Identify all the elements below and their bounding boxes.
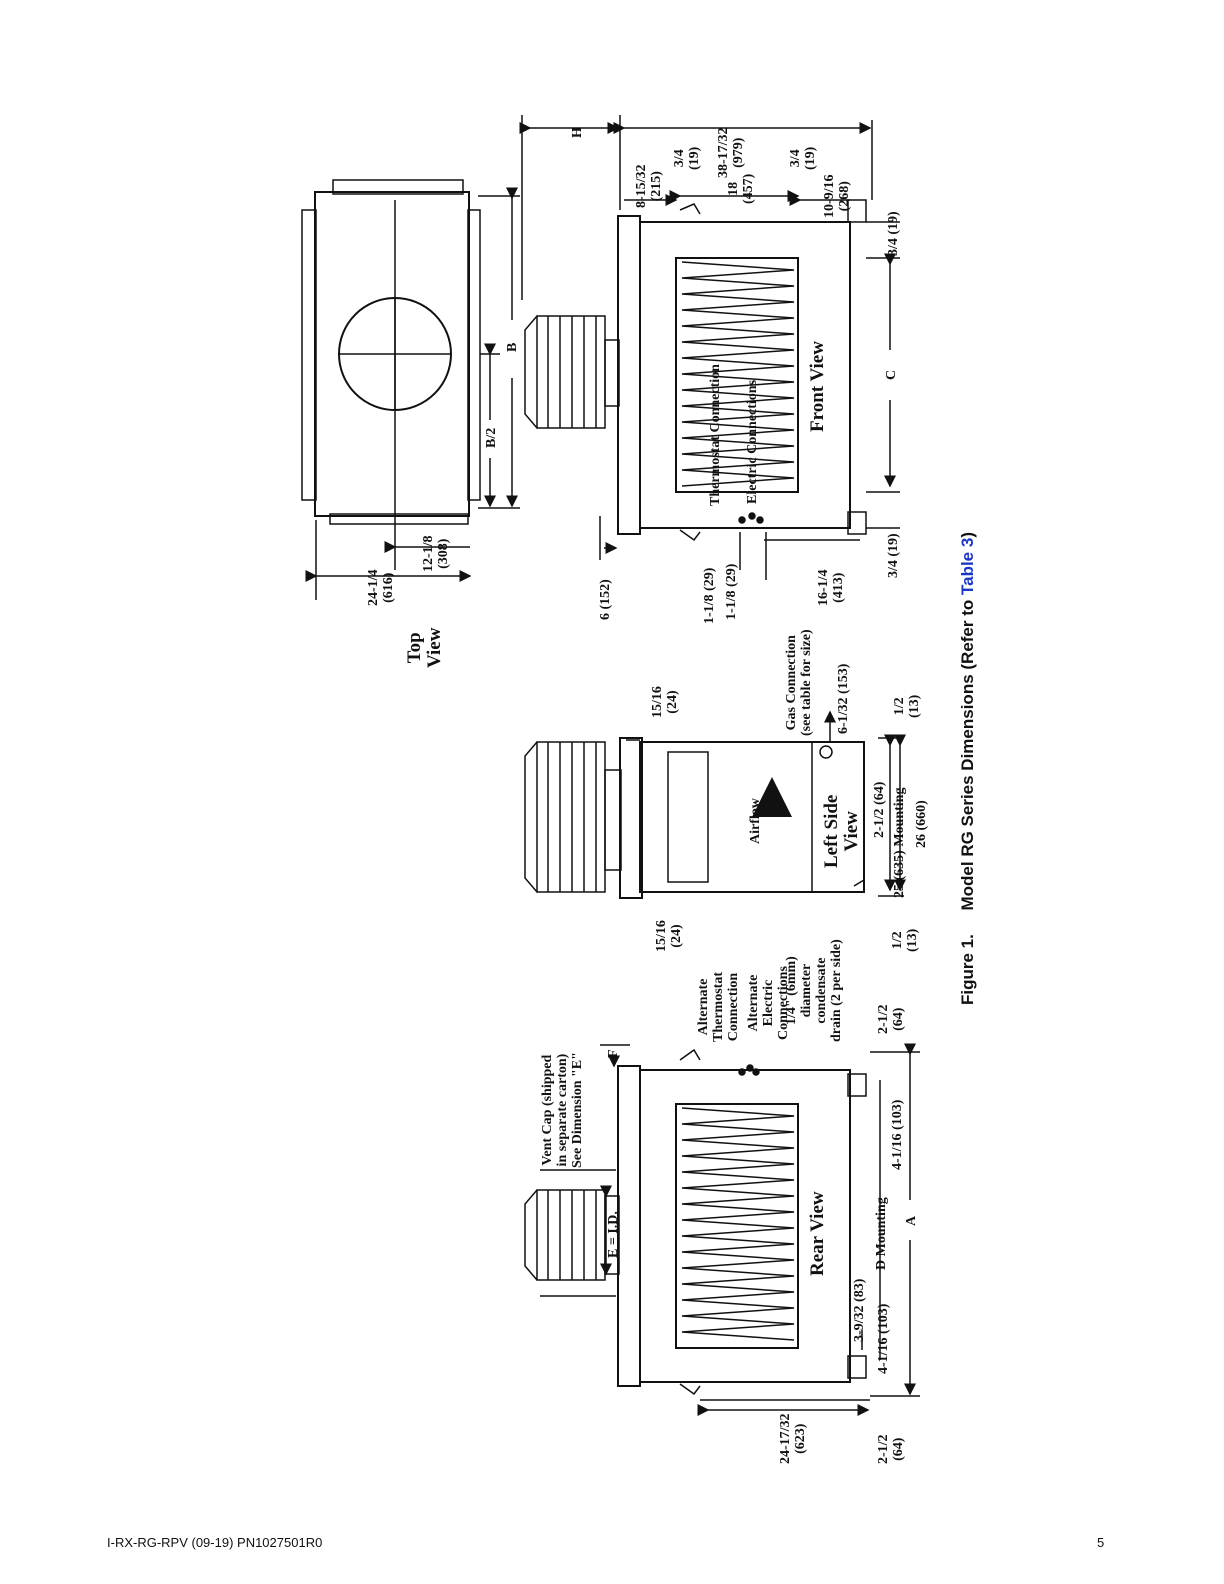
rear-dim-f: F [606,1049,621,1058]
rear-dim-2417: 24-17/32 (623) [778,1413,808,1464]
front-dim-c: C [884,369,899,380]
side-dim-1516a: 15/16 (24) [650,686,680,718]
side-dim-12a: 1/2 (13) [892,694,922,718]
top-view-title: Top View [404,627,445,668]
front-dim-h: H [570,127,585,138]
rear-dim-4116b: 4-1/16 (103) [876,1303,891,1374]
d-mounting-label: D Mounting [874,1197,889,1270]
front-dim-118b: 1-1/8 (29) [724,563,739,620]
front-dim-34d: 3/4 (19) [886,533,901,578]
side-dim-25: 25 (635) Mounting [892,787,907,898]
rear-dim-212b: 2-1/2 (64) [876,1434,906,1464]
front-dim-16: 16-1/4 (413) [816,569,846,606]
front-view-title: Front View [807,341,828,432]
side-dim-26: 26 (660) [914,800,929,848]
gas-connection-label: Gas Connection (see table for size) [784,629,814,736]
side-dim-1516b: 15/16 (24) [654,920,684,952]
front-dim-38: 38-17/32 (979) [716,127,746,178]
top-dim-b2: B/2 [484,427,499,448]
document-id: I-RX-RG-RPV (09-19) PN1027501R0 [107,1535,323,1550]
front-dim-34b: 3/4 (19) [788,146,818,170]
rear-view-title: Rear View [807,1191,828,1276]
front-view-drawing [519,115,900,580]
top-dim-12: 12-1/8 (308) [421,535,451,572]
page-number: 5 [1097,1535,1105,1550]
side-dim-6132: 6-1/32 (153) [836,663,851,734]
thermostat-connection-label: Thermostat Connection [708,364,723,506]
front-dim-34a: 3/4 (19) [672,146,702,170]
front-dim-18: 18 (457) [726,173,756,204]
front-dim-34c: 3/4 (19) [886,211,901,256]
electric-connections-label: Electric Connections [745,379,760,504]
side-view-drawing [524,710,906,899]
alt-thermostat-label: Alternate Thermostat Connection [696,972,741,1042]
rear-dim-a: A [904,1215,919,1226]
rear-view-drawing [524,1043,920,1416]
side-dim-12b: 1/2 (13) [890,928,920,952]
condensate-drain-label: 1/4" (6mm) diameter condensate drain (2 … [784,939,844,1042]
rear-dim-4116a: 4-1/16 (103) [890,1099,905,1170]
vent-cap-label: Vent Cap (shipped in separate carton) Se… [540,1052,585,1168]
front-dim-118a: 1-1/8 (29) [702,567,717,624]
side-dim-212: 2-1/2 (64) [872,781,887,838]
airflow-label: Airflow [748,798,763,844]
rear-dim-3932: 3-9/32 (83) [852,1278,867,1342]
figure-number: Figure 1. [958,934,977,1005]
rear-dim-e: E = I.D. [606,1211,621,1258]
figure-caption: Figure 1. Model RG Series Dimensions (Re… [958,532,978,1005]
front-dim-10: 10-9/16 (268) [822,174,852,218]
alt-electric-label: Alternate Electric Connections [746,966,791,1040]
front-dim-8: 8-15/32 (215) [634,164,664,208]
top-dim-b: B [505,342,520,352]
figure-title-close: ) [958,532,977,538]
rear-dim-212: 2-1/2 (64) [876,1004,906,1034]
top-dim-24: 24-1/4 (616) [366,569,396,606]
figure-title: Model RG Series Dimensions (Refer to [958,595,977,911]
side-view-title: Left Side View [821,794,862,868]
front-dim-6: 6 (152) [598,579,613,620]
top-view-drawing [301,179,520,600]
table-3-link[interactable]: Table 3 [958,537,977,595]
